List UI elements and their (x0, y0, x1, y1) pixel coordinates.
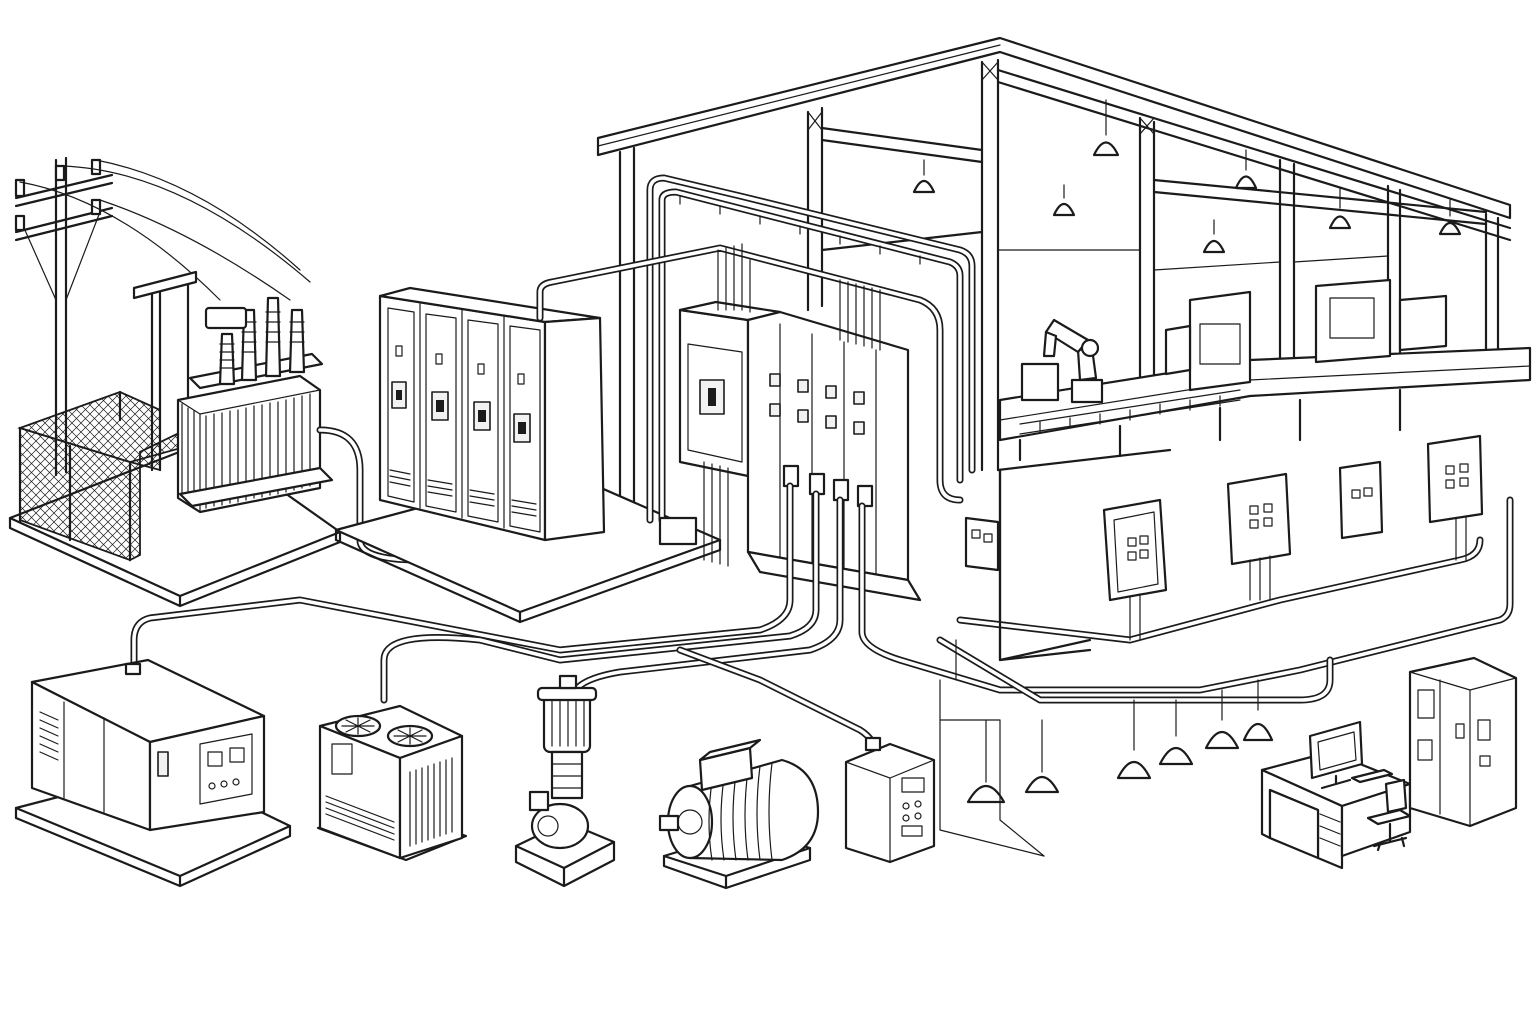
ceiling-lamps (912, 99, 1462, 254)
vent-louver-icon (389, 469, 537, 517)
switchgear-cabinet-doors (387, 307, 541, 533)
disconnect-switch-icons (782, 464, 874, 508)
transformer-radiator-fins (181, 393, 311, 509)
pendant-lamps (939, 679, 1274, 857)
computer-desk (1260, 750, 1412, 870)
overhead-conduits (536, 174, 976, 524)
lamp-icon (1024, 719, 1060, 794)
breaker-handle-icon (391, 381, 531, 443)
motor-starter-cabinet (844, 736, 936, 864)
feeder-breaker-icons (769, 373, 865, 435)
transformer-yard (8, 270, 342, 608)
lamp-icon (912, 159, 936, 194)
control-panel (964, 516, 1000, 572)
control-panel (1226, 472, 1292, 566)
lamp-icon (1158, 699, 1194, 766)
lamp-icon (1092, 99, 1120, 157)
lamp-icon (1328, 187, 1352, 230)
machine-tool-icon (1164, 290, 1252, 392)
conveyor-belt (1019, 389, 1241, 435)
robot-arm-icon (1042, 318, 1104, 404)
bushing-icon (264, 296, 282, 378)
control-panel (1426, 434, 1484, 524)
lamp-icon (1052, 184, 1076, 217)
bushing-icon (288, 308, 306, 374)
vent-louver-icon (39, 711, 59, 761)
chiller-unit (316, 704, 468, 862)
control-room (1260, 656, 1518, 870)
monitor-icon (1308, 720, 1364, 790)
insulator-icon (14, 158, 102, 198)
lamp-icon (1202, 219, 1226, 254)
control-panel (1338, 460, 1384, 540)
lamp-icon (1242, 679, 1274, 742)
diesel-generator (14, 658, 292, 888)
motor-cooling-fins (708, 762, 773, 861)
lamp-icon (1204, 689, 1240, 750)
generator-control-panel (199, 733, 253, 805)
main-switchgear (334, 286, 722, 624)
vent-louver-icon (325, 757, 453, 847)
fan-icon (386, 724, 434, 748)
electric-motor (658, 738, 820, 890)
control-panel (1102, 498, 1168, 602)
production-mezzanine (998, 278, 1532, 462)
main-breaker-icon (699, 379, 725, 415)
factory-building-frame (596, 36, 1512, 662)
lamp-icon (966, 719, 1006, 804)
lamp-icon (1116, 699, 1152, 780)
lamp-icon (1438, 199, 1462, 236)
fan-icon (334, 714, 382, 738)
wall-control-panels (964, 434, 1484, 641)
bushing-icon (218, 332, 236, 386)
vertical-pump (514, 674, 616, 888)
electrical-cabinet (1408, 656, 1518, 828)
lamp-icon (1234, 149, 1258, 190)
machine-tool-icon (1314, 278, 1448, 364)
office-chair-icon (1366, 778, 1412, 852)
